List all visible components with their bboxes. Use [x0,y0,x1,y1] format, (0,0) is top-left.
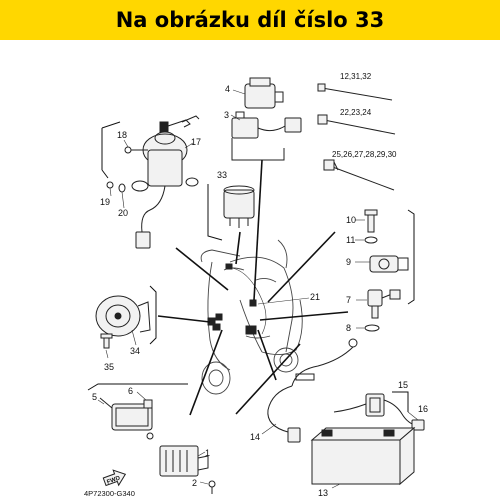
label-part-12-31-32: 12,31,32 [340,72,372,81]
label-part-13: 13 [318,488,328,498]
wire-harness-part-14 [261,338,358,443]
relay-assembly [230,77,302,161]
horn-assembly [95,285,157,359]
label-part-17: 17 [191,137,201,147]
label-part-20: 20 [118,208,128,218]
label-part-15: 15 [398,380,408,390]
banner-title: Na obrázku díl číslo 33 [115,8,385,32]
cdi-rectifier-assembly [87,383,216,494]
label-part-14: 14 [250,432,260,442]
label-part-34: 34 [130,346,140,356]
label-part-35: 35 [104,362,114,372]
label-part-8: 8 [346,323,351,333]
label-part-16: 16 [418,404,428,414]
forward-direction-indicator: FWD [102,469,127,487]
diagram-code: 4P72300-G340 [84,489,135,498]
label-part-10: 10 [346,215,356,225]
thermo-sensor-assembly [356,289,401,332]
label-part-5: 5 [92,392,97,402]
callout-lines [157,159,349,416]
label-part-22-23-24: 22,23,24 [340,108,372,117]
battery-part-13 [310,426,416,489]
label-part-6: 6 [128,386,133,396]
label-part-4: 4 [225,84,230,94]
label-part-7: 7 [346,295,351,305]
label-part-25-30: 25,26,27,28,29,30 [332,150,397,159]
sensor-assembly [355,209,415,305]
label-part-18: 18 [117,130,127,140]
title-banner: Na obrázku díl číslo 33 [0,0,500,40]
label-part-19: 19 [100,197,110,207]
label-part-2: 2 [192,478,197,488]
cable-ties [317,83,396,191]
fwd-label: FWD [106,475,122,486]
label-part-11: 11 [346,235,355,245]
leader-part-21 [257,297,310,305]
label-part-3: 3 [224,110,229,120]
main-switch-assembly [101,115,200,249]
label-part-1: 1 [205,448,210,458]
label-part-21: 21 [310,292,320,302]
label-part-9: 9 [346,257,351,267]
label-part-33: 33 [217,170,227,180]
fuse-holder-assembly [333,391,425,431]
flasher-relay-part-33 [207,184,255,241]
